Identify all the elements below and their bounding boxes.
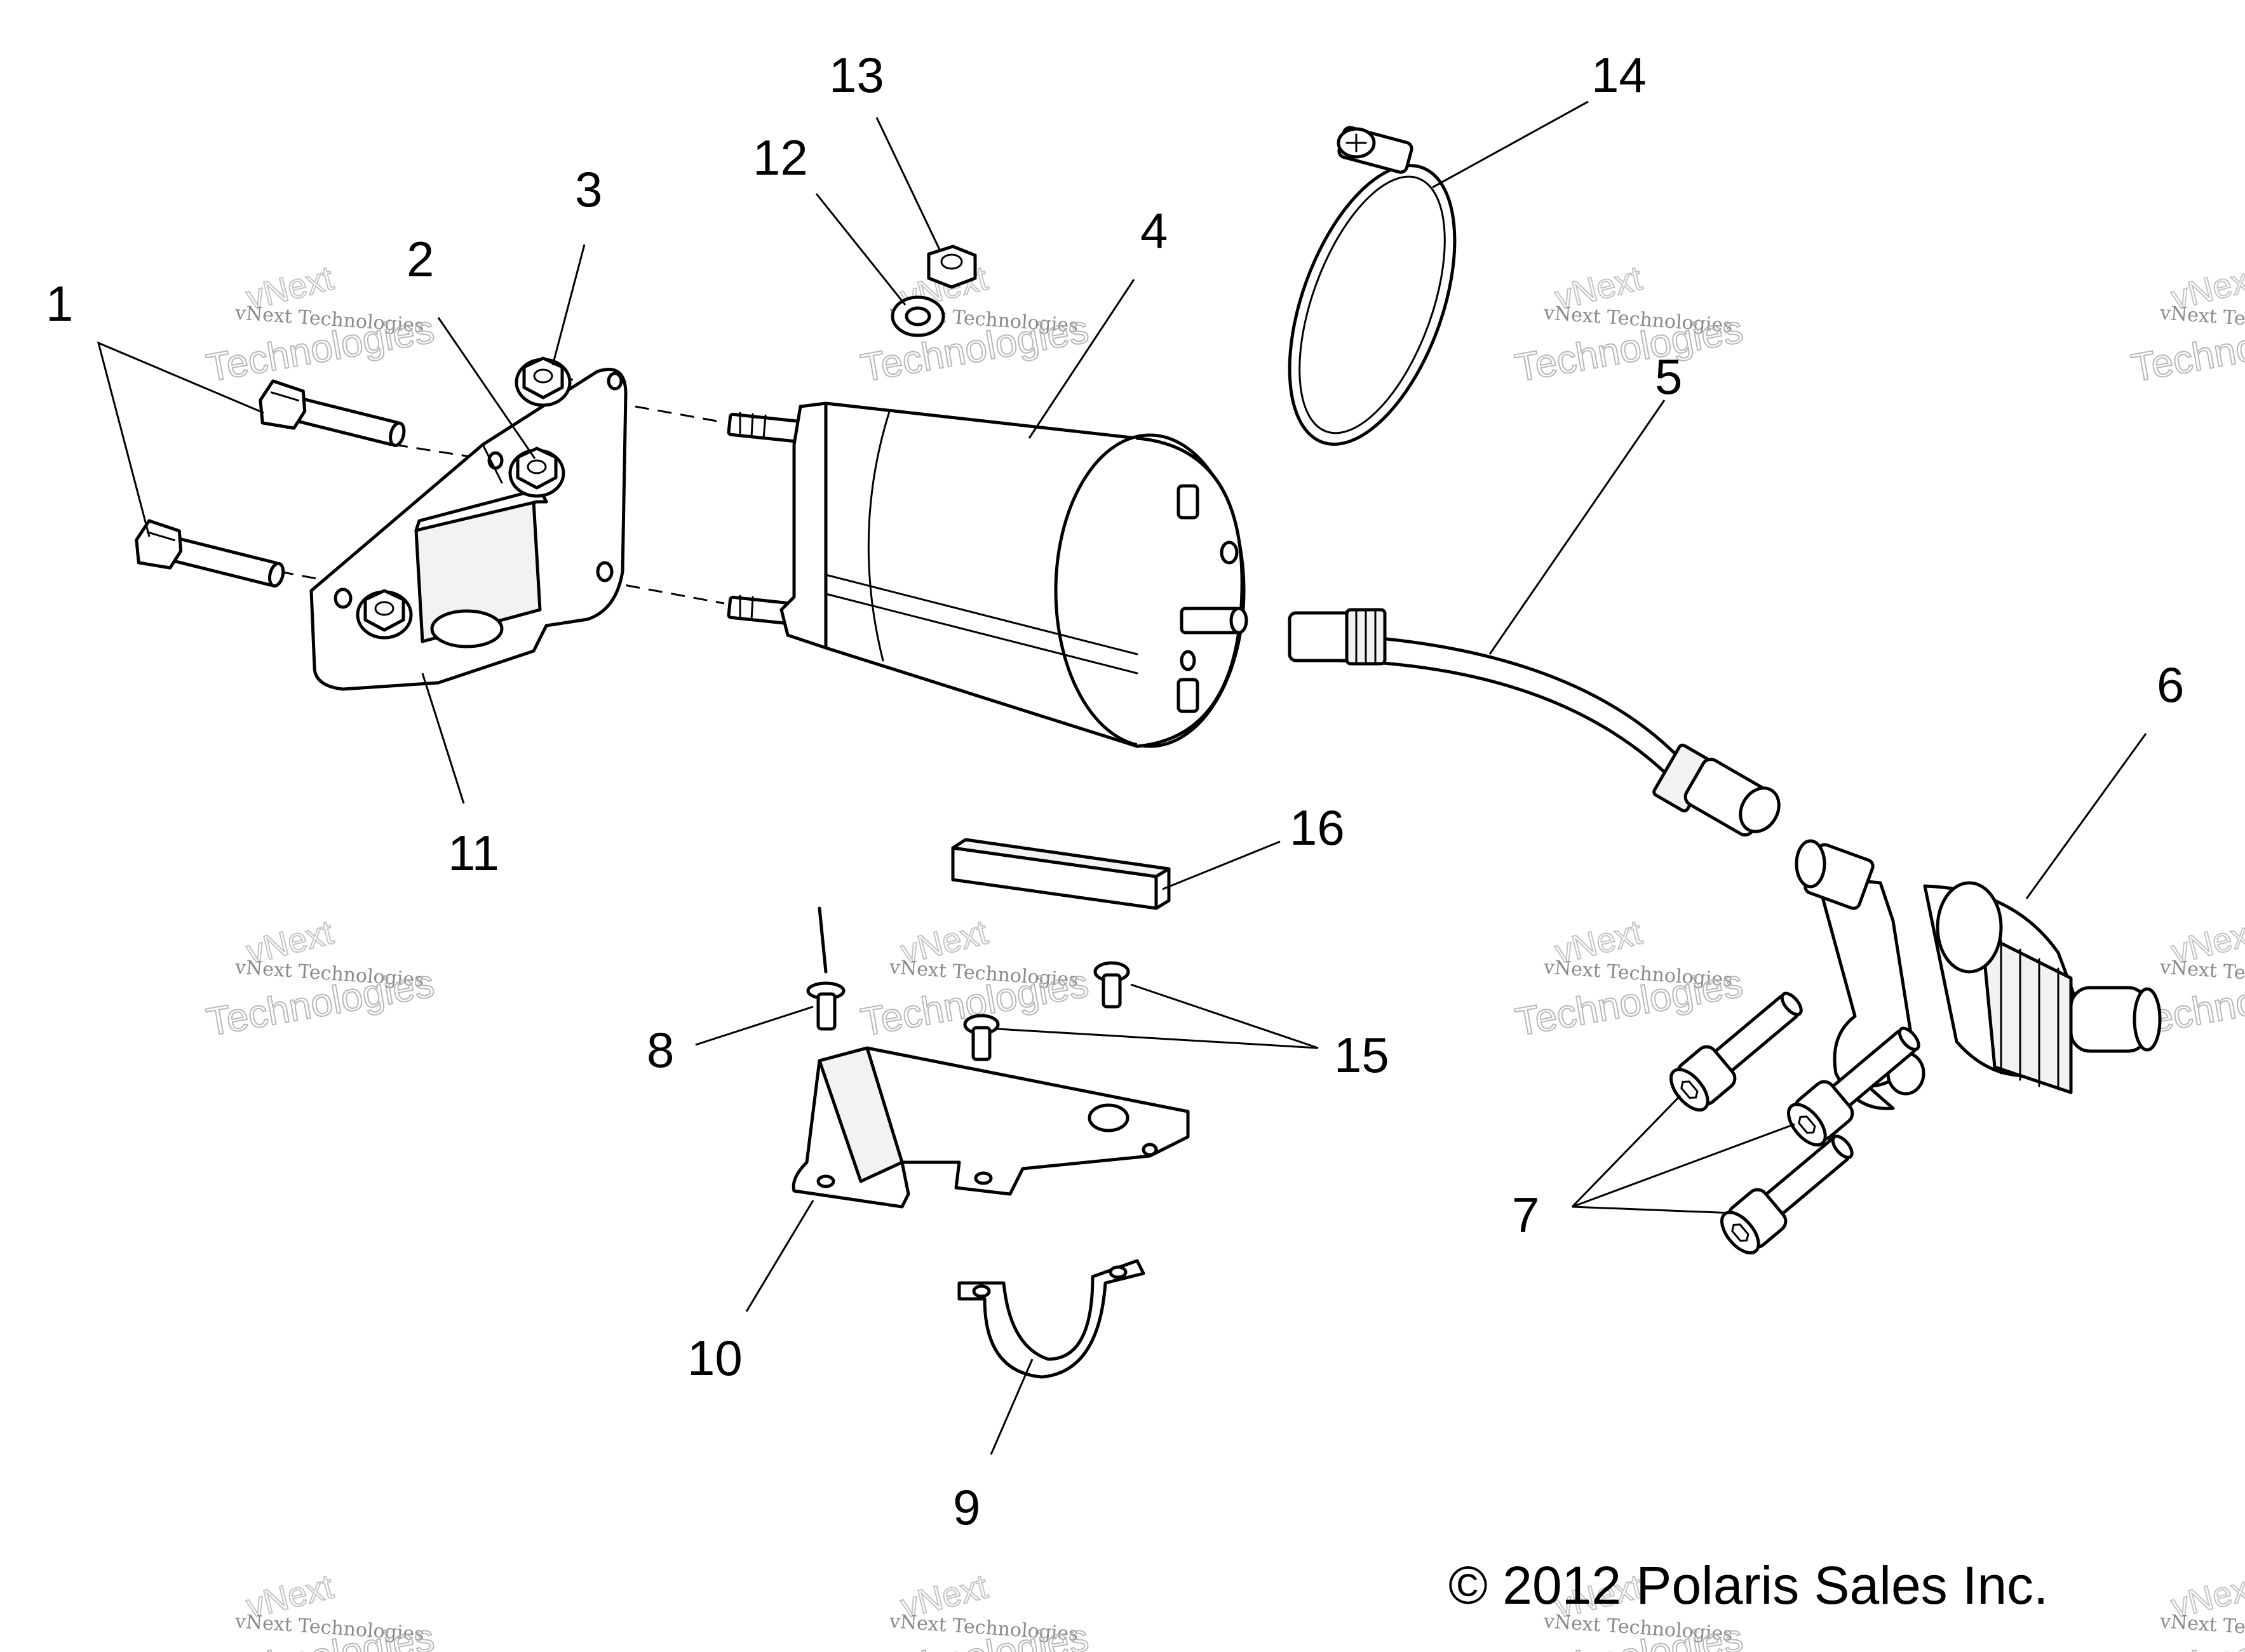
watermark: vNext vNext Technologies Technologies	[203, 913, 438, 1045]
callout-13: 13	[829, 47, 884, 103]
part-15-screws	[963, 961, 1130, 1061]
callout-1: 1	[46, 276, 73, 332]
part-7-cap-screws	[1669, 991, 1920, 1255]
callout-3: 3	[575, 161, 602, 217]
callout-16: 16	[1290, 800, 1345, 856]
callout-4: 4	[1140, 203, 1168, 259]
screw	[963, 1014, 1000, 1061]
screw	[1093, 961, 1130, 1009]
watermark: vNext vNext Technologies Technologies	[2127, 259, 2245, 391]
callout-numbers: 1 2 3 4 5 6 7 8 9 10 11 12 13 14 15 16	[46, 47, 2184, 1535]
part-13-nut	[927, 245, 977, 289]
cap-screw	[1669, 991, 1803, 1112]
callout-10: 10	[687, 1330, 743, 1386]
part-14-hose-clamp	[1288, 126, 1457, 446]
cap-screw	[1787, 1026, 1920, 1147]
cap-screw	[1720, 1134, 1854, 1255]
leader-lines	[97, 100, 2147, 1455]
callout-7: 7	[1512, 1187, 1539, 1243]
callout-11: 11	[448, 825, 499, 881]
copyright-notice: © 2012 Polaris Sales Inc.	[1448, 1555, 2048, 1615]
part-4-starter-motor	[727, 401, 1248, 748]
watermark: vNext vNext Technologies Technologies	[1511, 913, 1746, 1045]
part-12-washer	[891, 295, 945, 337]
callout-9: 9	[953, 1479, 980, 1535]
part-2-flange-nut	[508, 447, 565, 498]
part-5-drive-shaft	[1288, 608, 1781, 837]
callout-2: 2	[407, 231, 434, 287]
watermark: vNext vNext Technologies Technologies	[2127, 1567, 2245, 1652]
watermark: vNext vNext Technologies Technologies	[857, 1567, 1092, 1652]
watermark: vNext vNext Technologies Technologies	[203, 1567, 438, 1652]
watermark: vNext vNext Technologies Technologies	[203, 259, 438, 391]
part-16-pad	[951, 838, 1171, 910]
callout-12: 12	[753, 130, 808, 185]
callout-8: 8	[647, 1022, 674, 1078]
part-9-u-clamp	[957, 1259, 1145, 1379]
callout-15: 15	[1334, 1027, 1389, 1083]
callout-14: 14	[1591, 47, 1647, 103]
part-8-rivet	[806, 906, 846, 1031]
part-6-pinion-gear	[1795, 839, 2162, 1110]
bolt-upper	[259, 379, 406, 447]
callout-5: 5	[1655, 349, 1682, 405]
part-3-flange-nut	[515, 356, 572, 407]
watermark: vNext vNext Technologies Technologies	[1511, 1567, 1746, 1652]
part-2-flange-nut-lower	[356, 589, 413, 640]
callout-6: 6	[2157, 657, 2184, 713]
part-1-bolts	[135, 379, 406, 588]
bolt-lower	[135, 519, 285, 588]
watermark: vNext vNext Technologies Technologies	[1511, 259, 1746, 391]
part-10-bracket	[792, 1046, 1190, 1209]
